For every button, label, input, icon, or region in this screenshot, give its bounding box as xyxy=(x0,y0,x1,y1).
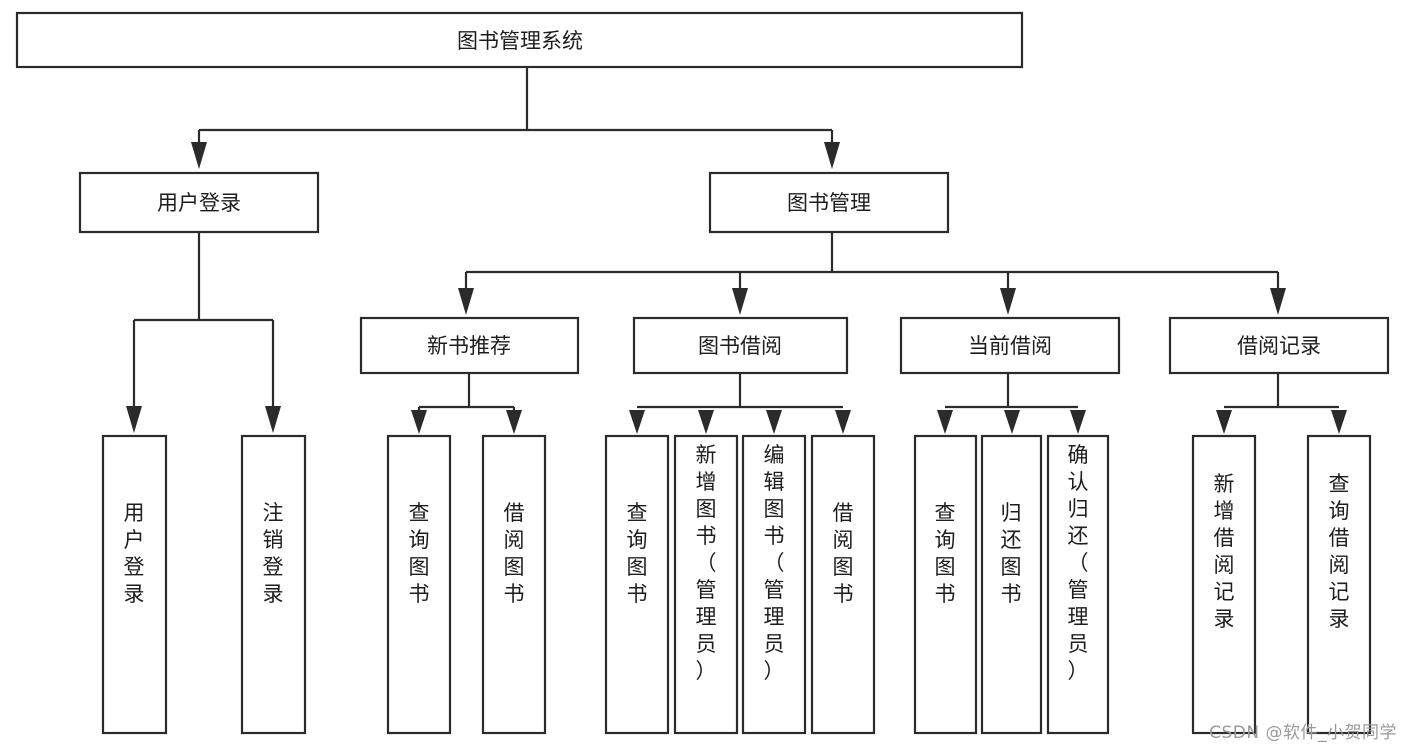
arrowhead-leaf-query-book-current xyxy=(937,410,953,434)
arrowhead-leaf-query-borrow-record xyxy=(1331,410,1347,434)
node-leaf-borrow-book-recommend[interactable]: 借阅图书 xyxy=(481,434,547,735)
node-leaf-confirm-return[interactable]: 确认归还（管理员） xyxy=(1046,434,1110,735)
node-leaf-query-book-recommend-box[interactable] xyxy=(386,434,452,735)
node-leaf-user-login[interactable]: 用户登录 xyxy=(101,434,168,735)
arrowhead-leaf-query-book-borrow xyxy=(629,410,645,434)
node-book-management-label: 图书管理 xyxy=(787,191,871,215)
node-leaf-borrow-book-recommend-box[interactable] xyxy=(481,434,547,735)
arrowhead-leaf-add-borrow-record xyxy=(1216,410,1232,434)
node-leaf-edit-book-box[interactable] xyxy=(741,434,807,735)
node-leaf-query-book-borrow[interactable]: 查询图书 xyxy=(604,434,670,735)
arrowhead-current-borrow xyxy=(1000,288,1016,315)
node-leaf-logout-box[interactable] xyxy=(240,434,307,735)
arrowhead-leaf-query-book-recommend xyxy=(411,410,427,434)
node-borrow-records[interactable]: 借阅记录 xyxy=(1168,316,1390,375)
node-leaf-add-borrow-record[interactable]: 新增借阅记录 xyxy=(1191,434,1257,735)
node-leaf-query-book-recommend[interactable]: 查询图书 xyxy=(386,434,452,735)
node-current-borrow-box[interactable] xyxy=(899,316,1121,375)
node-leaf-logout-label: 注销登录 xyxy=(263,501,284,606)
node-leaf-user-login-box[interactable] xyxy=(101,434,168,735)
node-leaf-logout[interactable]: 注销登录 xyxy=(240,434,307,735)
arrowhead-leaf-add-book xyxy=(698,410,714,434)
node-leaf-query-book-borrow-box[interactable] xyxy=(604,434,670,735)
node-root[interactable]: 图书管理系统 xyxy=(15,11,1024,69)
arrowhead-leaf-edit-book xyxy=(766,410,782,434)
node-leaf-add-borrow-record-box[interactable] xyxy=(1191,434,1257,735)
arrowhead-borrow-records xyxy=(1270,288,1286,315)
node-current-borrow[interactable]: 当前借阅 xyxy=(899,316,1121,375)
node-leaf-borrow-book-box[interactable] xyxy=(810,434,876,735)
node-current-borrow-label: 当前借阅 xyxy=(968,334,1052,358)
node-borrow-records-label: 借阅记录 xyxy=(1237,334,1321,358)
node-user-login[interactable]: 用户登录 xyxy=(78,171,320,234)
node-book-borrow-label: 图书借阅 xyxy=(698,334,782,358)
node-book-management[interactable]: 图书管理 xyxy=(708,171,950,234)
arrowhead-leaf-return-book xyxy=(1004,410,1020,434)
node-leaf-query-book-current-label: 查询图书 xyxy=(935,501,956,606)
arrowhead-leaf-borrow-book-recommend xyxy=(506,410,522,434)
arrowhead-book-borrow xyxy=(732,288,748,315)
node-leaf-query-book-current-box[interactable] xyxy=(913,434,978,735)
node-user-login-label: 用户登录 xyxy=(157,191,241,215)
node-user-login-box[interactable] xyxy=(78,171,320,234)
node-leaf-return-book[interactable]: 归还图书 xyxy=(980,434,1043,735)
arrowhead-leaf-confirm-return xyxy=(1070,410,1086,434)
node-root-box[interactable] xyxy=(15,11,1024,69)
node-leaf-query-book-current[interactable]: 查询图书 xyxy=(913,434,978,735)
arrowhead-leaf-user-login xyxy=(126,406,142,433)
node-leaf-edit-book-label: 编辑图书（管理员） xyxy=(764,443,785,683)
node-leaf-add-borrow-record-label: 新增借阅记录 xyxy=(1214,472,1235,631)
arrowhead-leaf-logout xyxy=(265,406,281,433)
node-leaf-query-borrow-record-label: 查询借阅记录 xyxy=(1329,472,1350,631)
node-leaf-add-book-label: 新增图书（管理员） xyxy=(696,443,717,683)
node-leaf-return-book-box[interactable] xyxy=(980,434,1043,735)
node-new-book-recommend[interactable]: 新书推荐 xyxy=(359,316,580,375)
node-new-book-recommend-box[interactable] xyxy=(359,316,580,375)
connector-layer xyxy=(126,67,1347,434)
node-leaf-query-borrow-record-box[interactable] xyxy=(1306,434,1372,735)
node-leaf-borrow-book-recommend-label: 借阅图书 xyxy=(504,501,525,606)
node-leaf-confirm-return-box[interactable] xyxy=(1046,434,1110,735)
arrowhead-book-management xyxy=(824,142,840,169)
node-book-borrow[interactable]: 图书借阅 xyxy=(632,316,849,375)
node-leaf-edit-book[interactable]: 编辑图书（管理员） xyxy=(741,434,807,735)
node-book-borrow-box[interactable] xyxy=(632,316,849,375)
node-book-management-box[interactable] xyxy=(708,171,950,234)
node-leaf-user-login-label: 用户登录 xyxy=(124,501,145,606)
node-leaf-add-book[interactable]: 新增图书（管理员） xyxy=(673,434,739,735)
node-leaf-borrow-book-label: 借阅图书 xyxy=(833,501,854,606)
node-root-label: 图书管理系统 xyxy=(457,29,583,53)
node-leaf-add-book-box[interactable] xyxy=(673,434,739,735)
node-leaf-query-book-recommend-label: 查询图书 xyxy=(409,501,430,606)
arrowhead-new-book-recommend xyxy=(458,288,474,315)
node-leaf-borrow-book[interactable]: 借阅图书 xyxy=(810,434,876,735)
node-leaf-confirm-return-label: 确认归还（管理员） xyxy=(1068,443,1089,683)
node-leaf-return-book-label: 归还图书 xyxy=(1001,501,1022,606)
node-leaf-query-borrow-record[interactable]: 查询借阅记录 xyxy=(1306,434,1372,735)
node-new-book-recommend-label: 新书推荐 xyxy=(427,334,511,358)
node-borrow-records-box[interactable] xyxy=(1168,316,1390,375)
arrowhead-leaf-borrow-book xyxy=(835,410,851,434)
arrowhead-user-login xyxy=(191,142,207,169)
node-leaf-query-book-borrow-label: 查询图书 xyxy=(627,501,648,606)
